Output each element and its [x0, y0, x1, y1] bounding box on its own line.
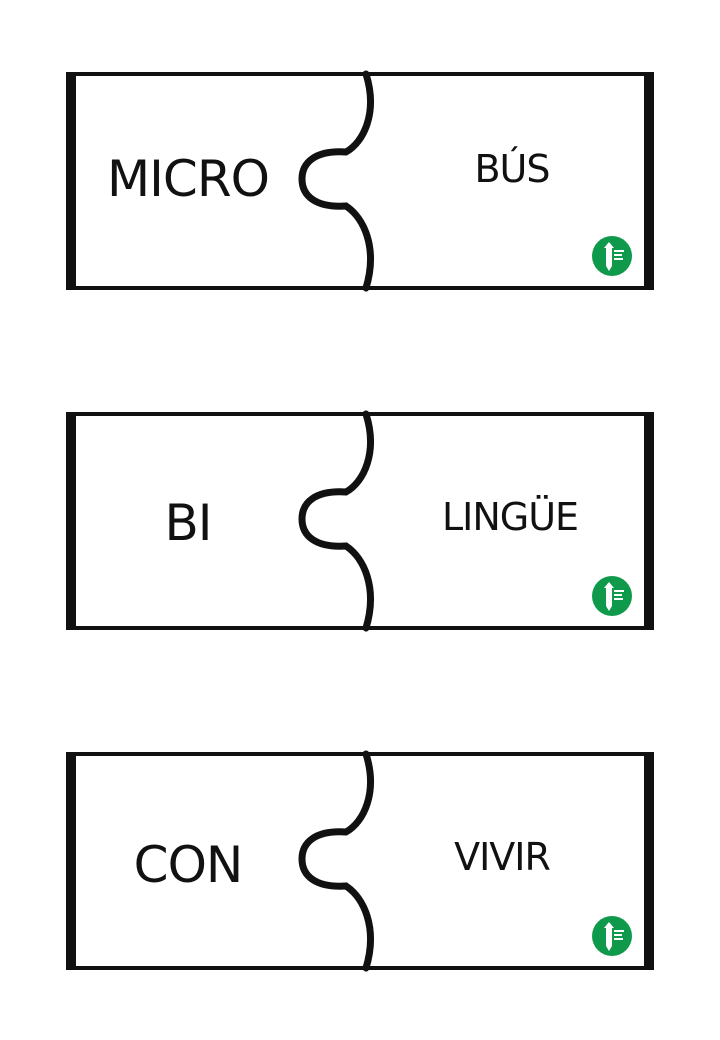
puzzle-outline	[66, 410, 654, 632]
puzzle-outline	[66, 70, 654, 292]
puzzle-outline	[66, 750, 654, 972]
left-piece-word: BI	[164, 494, 212, 552]
pencil-badge-icon	[592, 576, 632, 616]
puzzle-card-1: MICRO BÚS	[66, 70, 654, 292]
left-piece-word: CON	[133, 836, 244, 894]
puzzle-card-2: BI LINGÜE	[66, 410, 654, 632]
left-piece-word: MICRO	[107, 150, 270, 208]
puzzle-card-3: CON VIVIR	[66, 750, 654, 972]
pencil-badge-icon	[592, 236, 632, 276]
right-piece-word: LINGÜE	[441, 495, 579, 539]
right-piece-word: BÚS	[474, 147, 550, 191]
pencil-badge-icon	[592, 916, 632, 956]
right-piece-word: VIVIR	[454, 835, 551, 879]
